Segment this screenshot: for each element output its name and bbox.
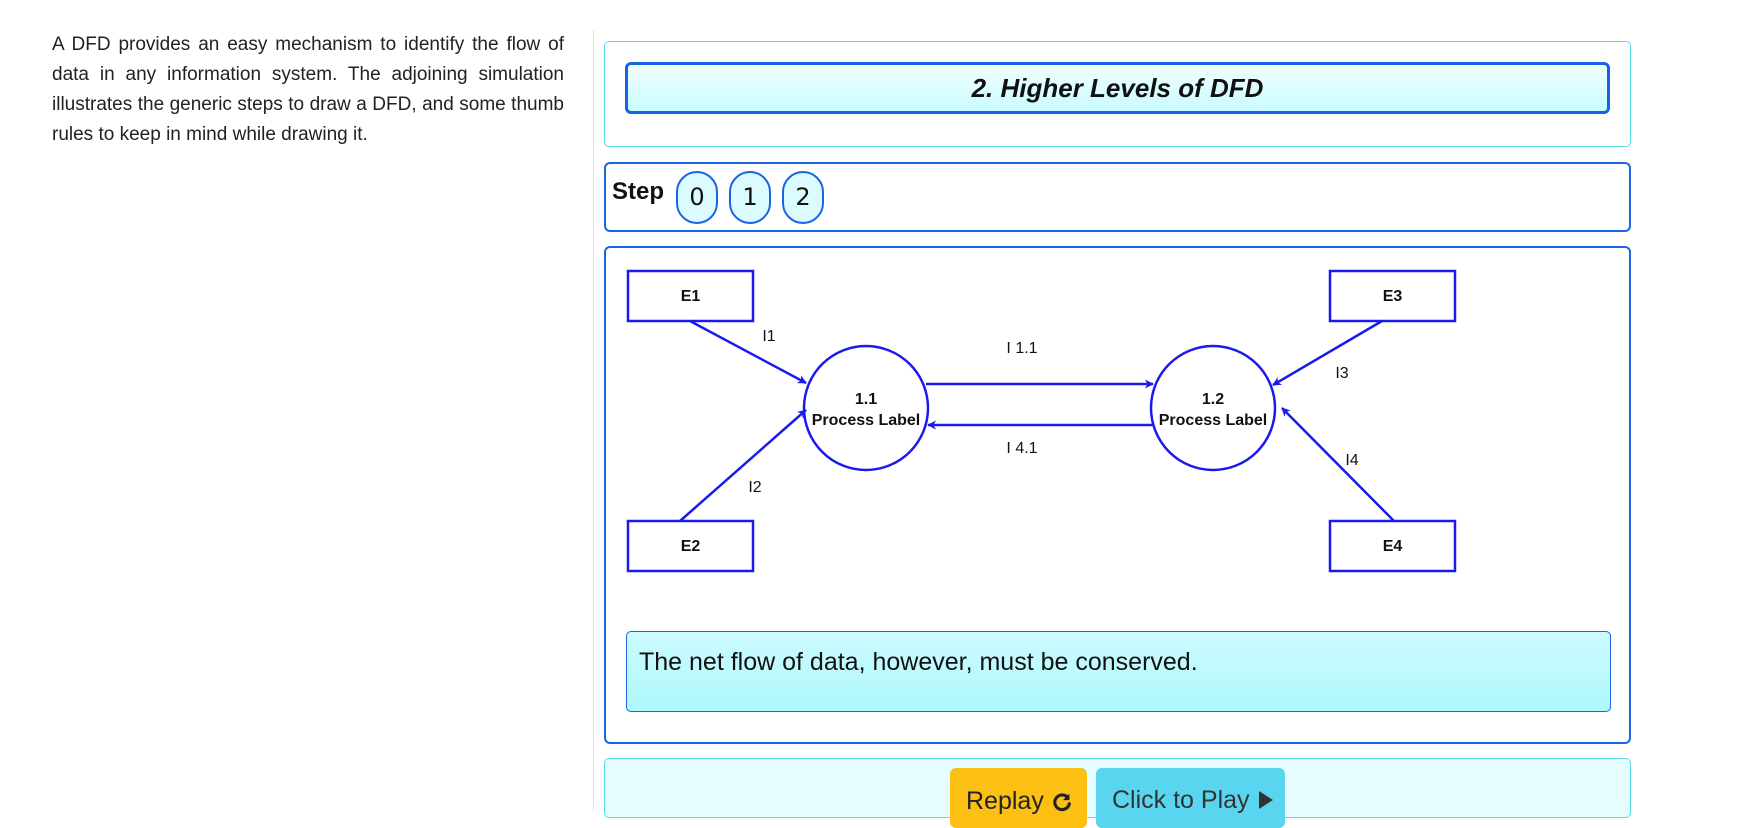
- step-button-1[interactable]: 1: [729, 170, 772, 224]
- click-to-play-button[interactable]: Click to Play: [1096, 768, 1285, 828]
- title-panel: 2. Higher Levels of DFD: [604, 41, 1631, 147]
- entity-e4-label: E4: [1383, 538, 1403, 555]
- replay-button[interactable]: Replay: [950, 768, 1087, 828]
- entity-e2-label: E2: [681, 538, 701, 555]
- panel-title: 2. Higher Levels of DFD: [625, 62, 1610, 114]
- flow-e2-to-p1: [679, 409, 807, 522]
- entity-e2-box: [626, 519, 755, 573]
- flow-label-i1: I1: [762, 328, 775, 345]
- play-icon: [1258, 791, 1273, 809]
- entity-e3-label: E3: [1383, 288, 1403, 305]
- process-1-1-label: Process Label: [812, 412, 921, 429]
- redo-icon: [1053, 792, 1071, 811]
- dfd-diagram: E1 E2 E3 E4 1.1 Process Label 1.2 Proces…: [626, 269, 1457, 573]
- process-1-2-label: Process Label: [1159, 412, 1268, 429]
- play-button-label: Click to Play: [1112, 786, 1250, 814]
- process-1-2-circle: [1149, 344, 1277, 472]
- entity-e1-box: [626, 269, 755, 323]
- step-label: Step: [612, 178, 665, 205]
- caption-text: The net flow of data, however, must be c…: [639, 648, 1198, 676]
- flow-label-i3: I3: [1335, 365, 1348, 382]
- column-divider: [593, 30, 594, 811]
- replay-button-label: Replay: [966, 786, 1044, 815]
- process-1-2-id: 1.2: [1202, 391, 1224, 408]
- entity-e1-label: E1: [681, 288, 701, 305]
- entity-e3-box: [1328, 269, 1457, 323]
- flow-label-i2: I2: [748, 479, 761, 496]
- control-panel: Replay Click to Play: [604, 758, 1631, 828]
- process-1-1-id: 1.1: [855, 391, 877, 408]
- flow-e3-to-p2: [1272, 319, 1383, 387]
- step-button-0[interactable]: 0: [676, 170, 719, 224]
- flow-e1-to-p1: [689, 319, 807, 385]
- step-button-2[interactable]: 2: [782, 170, 825, 224]
- intro-text: A DFD provides an easy mechanism to iden…: [52, 34, 564, 145]
- diagram-panel: E1 E2 E3 E4 1.1 Process Label 1.2 Proces…: [604, 246, 1631, 744]
- step-selector: Step 0 1 2: [604, 162, 1631, 232]
- flow-label-i11: I 1.1: [1006, 340, 1037, 357]
- flow-e4-to-p2: [1281, 407, 1395, 522]
- flow-label-i41: I 4.1: [1006, 440, 1037, 457]
- flow-label-i4: I4: [1345, 452, 1358, 469]
- process-1-1-circle: [802, 344, 930, 472]
- caption-box: The net flow of data, however, must be c…: [626, 631, 1611, 712]
